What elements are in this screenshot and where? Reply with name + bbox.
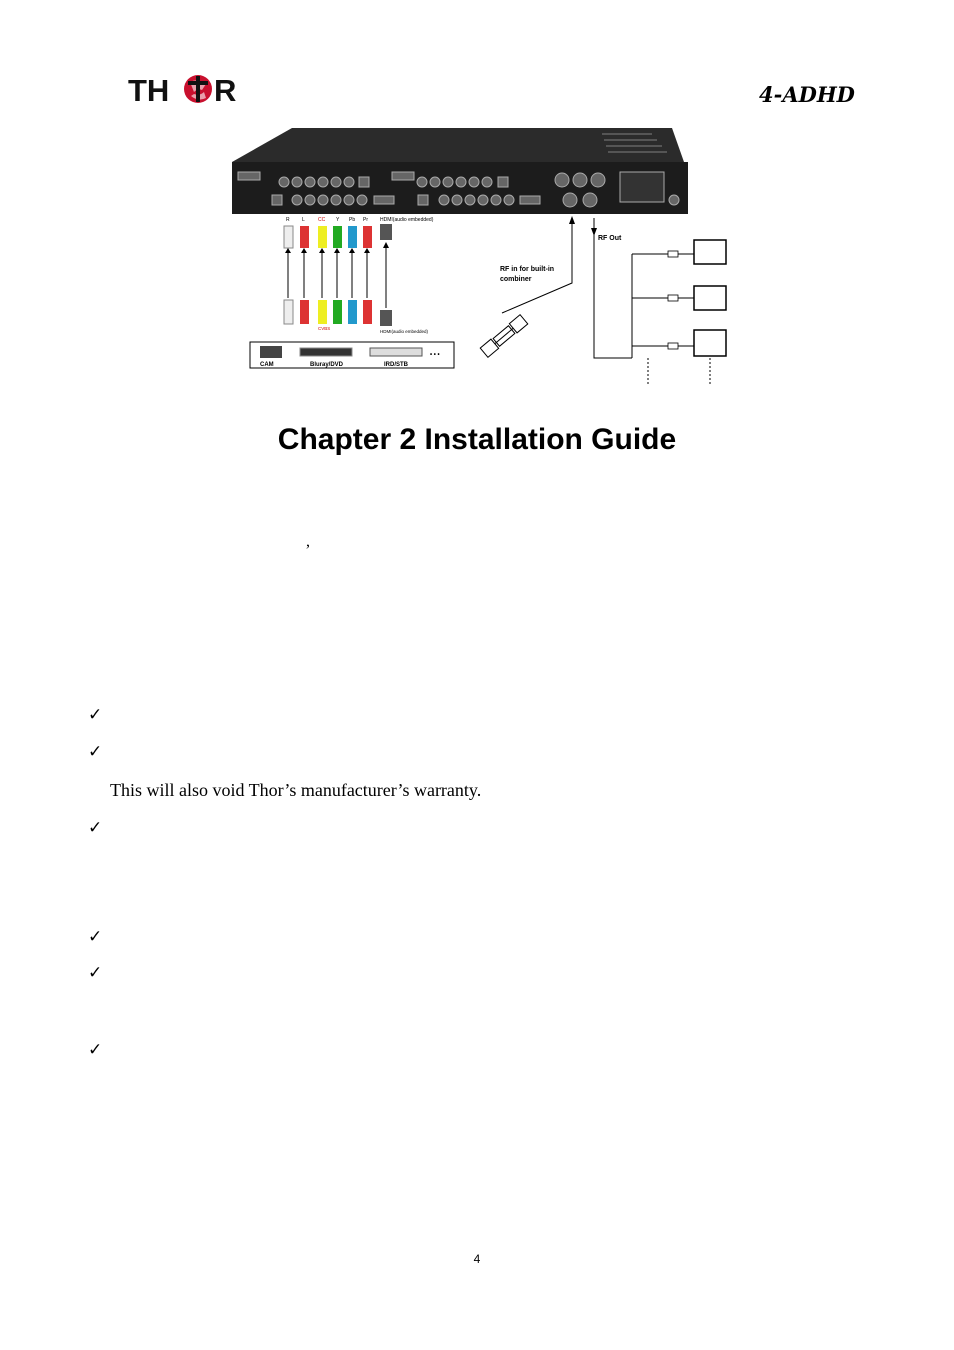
checkmark-icon: ✓ [88, 818, 103, 838]
tv-icon-3 [693, 329, 727, 357]
satellite-icon [479, 313, 529, 359]
source-cam-label: CAM [260, 362, 274, 368]
rf-out-label: RF Out [598, 235, 622, 242]
chapter-title: Chapter 2 Installation Guide [277, 423, 677, 456]
label-l: L [302, 217, 305, 223]
device-rear-panel [232, 162, 688, 214]
stray-comma: , [306, 533, 310, 550]
logo-text-th: TH [128, 73, 169, 106]
connection-diagram: R L CC Y Pb Pr HDMI(audio embedded) [232, 128, 732, 384]
label-hdmi-bottom: HDMI(audio embedded) [380, 329, 429, 334]
rf-in-label-1: RF in for built-in [500, 266, 554, 273]
logo-text-r: R [214, 73, 236, 106]
checkmark-icon: ✓ [88, 705, 103, 725]
checkmark-icon: ✓ [88, 963, 103, 983]
checkmark-icon: ✓ [88, 742, 103, 762]
checkmark-icon: ✓ [88, 1040, 103, 1060]
bluray-icon [299, 347, 353, 357]
label-hdmi-top: HDMI(audio embedded) [380, 217, 434, 223]
label-pb: Pb [349, 217, 355, 223]
device-top-panel [232, 128, 684, 162]
source-ird-label: IRD/STB [384, 362, 409, 368]
tv-icon-1 [693, 239, 727, 265]
rf-in-label-2: combiner [500, 276, 532, 283]
label-y: Y [336, 217, 340, 223]
label-r: R [286, 217, 290, 223]
thor-logo: TH R [128, 70, 244, 108]
stb-icon [369, 347, 423, 357]
source-more-label: • • • [430, 352, 440, 358]
page-number: 4 [473, 1252, 481, 1266]
label-cc: CC [318, 217, 326, 223]
warranty-note: This will also void Thor’s manufacturer’… [110, 780, 482, 800]
source-bluray-label: Bluray/DVD [310, 362, 344, 368]
model-name: 4-ADHD [759, 82, 855, 107]
label-pr: Pr [363, 217, 368, 223]
camera-icon [260, 346, 282, 358]
label-cvbs: CVBS [318, 326, 330, 331]
checkmark-icon: ✓ [88, 927, 103, 947]
tv-icon-2 [693, 285, 727, 311]
